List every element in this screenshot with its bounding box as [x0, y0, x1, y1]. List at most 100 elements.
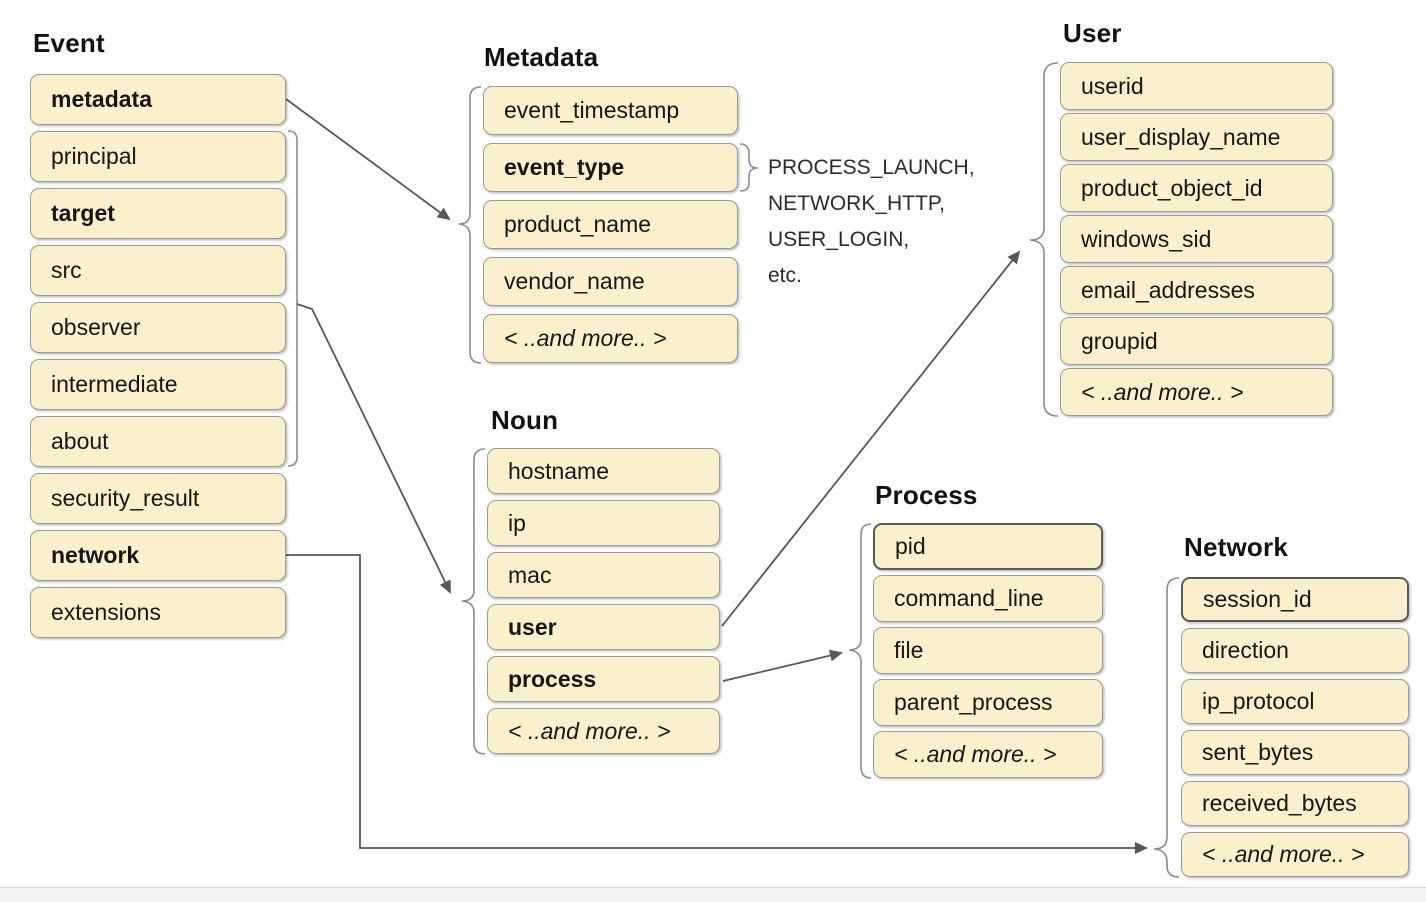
field-metadata: metadata [30, 74, 286, 125]
brace-network-group [1153, 577, 1180, 878]
event-type-values-note: PROCESS_LAUNCH, NETWORK_HTTP, USER_LOGIN… [768, 150, 975, 294]
field-label: < ..and more.. > [504, 325, 667, 351]
field-label: < ..and more.. > [894, 741, 1057, 767]
field-label: command_line [894, 585, 1044, 611]
field-and-more: < ..and more.. > [1181, 832, 1409, 877]
field-label: < ..and more.. > [508, 717, 671, 744]
field-target: target [30, 188, 286, 239]
field-label: security_result [51, 485, 200, 511]
field-and-more: < ..and more.. > [873, 731, 1103, 778]
field-email-addresses: email_addresses [1060, 266, 1333, 314]
field-label: metadata [51, 86, 152, 112]
field-extensions: extensions [30, 587, 286, 638]
field-label: hostname [508, 457, 610, 484]
brace-event-type-values [739, 143, 759, 192]
group-user: userid user_display_name product_object_… [1060, 62, 1333, 416]
field-event-timestamp: event_timestamp [483, 86, 738, 135]
field-label: email_addresses [1081, 276, 1255, 303]
field-and-more: < ..and more.. > [487, 708, 720, 754]
field-label: direction [1202, 637, 1289, 663]
field-vendor-name: vendor_name [483, 257, 738, 306]
arrow-metadata-to-metadata-group [285, 98, 451, 221]
field-groupid: groupid [1060, 317, 1333, 365]
field-process: process [487, 656, 720, 702]
field-label: groupid [1081, 327, 1158, 354]
field-label: observer [51, 314, 141, 340]
field-label: vendor_name [504, 268, 645, 294]
field-label: userid [1081, 72, 1144, 99]
field-label: ip_protocol [1202, 688, 1315, 714]
arrow-noun-process-to-process-group [722, 649, 843, 682]
field-label: event_type [504, 154, 625, 180]
field-userid: userid [1060, 62, 1333, 110]
field-received-bytes: received_bytes [1181, 781, 1409, 826]
field-label: process [508, 665, 597, 692]
field-label: target [51, 200, 115, 226]
field-label: received_bytes [1202, 790, 1357, 816]
field-and-more: < ..and more.. > [1060, 368, 1333, 416]
field-hostname: hostname [487, 448, 720, 494]
enum-line: etc. [768, 264, 802, 287]
field-label: user [508, 613, 557, 640]
field-network: network [30, 530, 286, 581]
field-src: src [30, 245, 286, 296]
group-title-user: User [1063, 18, 1122, 48]
field-label: ip [508, 509, 526, 536]
enum-line: USER_LOGIN, [768, 228, 910, 251]
field-sent-bytes: sent_bytes [1181, 730, 1409, 775]
field-product-object-id: product_object_id [1060, 164, 1333, 212]
field-about: about [30, 416, 286, 467]
field-parent-process: parent_process [873, 679, 1103, 726]
field-label: product_name [504, 211, 652, 237]
group-title-event: Event [33, 28, 105, 58]
field-label: session_id [1203, 586, 1312, 612]
field-pid: pid [873, 523, 1103, 570]
field-observer: observer [30, 302, 286, 353]
field-security-result: security_result [30, 473, 286, 524]
field-label: event_timestamp [504, 97, 680, 123]
field-principal: principal [30, 131, 286, 182]
brace-metadata-group [458, 86, 482, 364]
field-and-more: < ..and more.. > [483, 314, 738, 363]
group-title-metadata: Metadata [484, 42, 599, 72]
group-event: metadata principal target src observer i… [30, 74, 286, 638]
group-network: session_id direction ip_protocol sent_by… [1181, 577, 1409, 877]
enum-line: PROCESS_LAUNCH, [768, 156, 975, 179]
brace-process-group [848, 523, 872, 779]
field-label: network [51, 542, 140, 568]
field-direction: direction [1181, 628, 1409, 673]
enum-line: NETWORK_HTTP, [768, 192, 945, 215]
brace-noun-group [461, 448, 486, 755]
bracket-event-noun-fields [287, 130, 298, 467]
field-file: file [873, 627, 1103, 674]
group-title-process: Process [875, 480, 978, 510]
group-process: pid command_line file parent_process < .… [873, 523, 1103, 778]
group-title-noun: Noun [491, 405, 559, 435]
horizontal-scrollbar-track[interactable] [0, 887, 1426, 902]
field-label: < ..and more.. > [1202, 841, 1365, 867]
field-mac: mac [487, 552, 720, 598]
field-label: pid [895, 533, 926, 559]
field-label: extensions [51, 599, 161, 625]
field-event-type: event_type [483, 143, 738, 192]
field-label: intermediate [51, 371, 178, 397]
field-label: < ..and more.. > [1081, 378, 1244, 405]
field-label: parent_process [894, 689, 1053, 715]
field-command-line: command_line [873, 575, 1103, 622]
brace-user-group [1029, 62, 1059, 417]
field-label: sent_bytes [1202, 739, 1314, 765]
field-label: about [51, 428, 109, 454]
field-ip-protocol: ip_protocol [1181, 679, 1409, 724]
field-label: windows_sid [1081, 225, 1212, 252]
field-windows-sid: windows_sid [1060, 215, 1333, 263]
field-label: mac [508, 561, 552, 588]
field-session-id: session_id [1181, 577, 1409, 622]
field-user-display-name: user_display_name [1060, 113, 1333, 161]
field-label: product_object_id [1081, 174, 1263, 201]
arrow-event-nouns-to-noun-group [296, 303, 451, 594]
field-intermediate: intermediate [30, 359, 286, 410]
field-label: src [51, 257, 82, 283]
field-ip: ip [487, 500, 720, 546]
group-metadata: event_timestamp event_type product_name … [483, 86, 738, 363]
